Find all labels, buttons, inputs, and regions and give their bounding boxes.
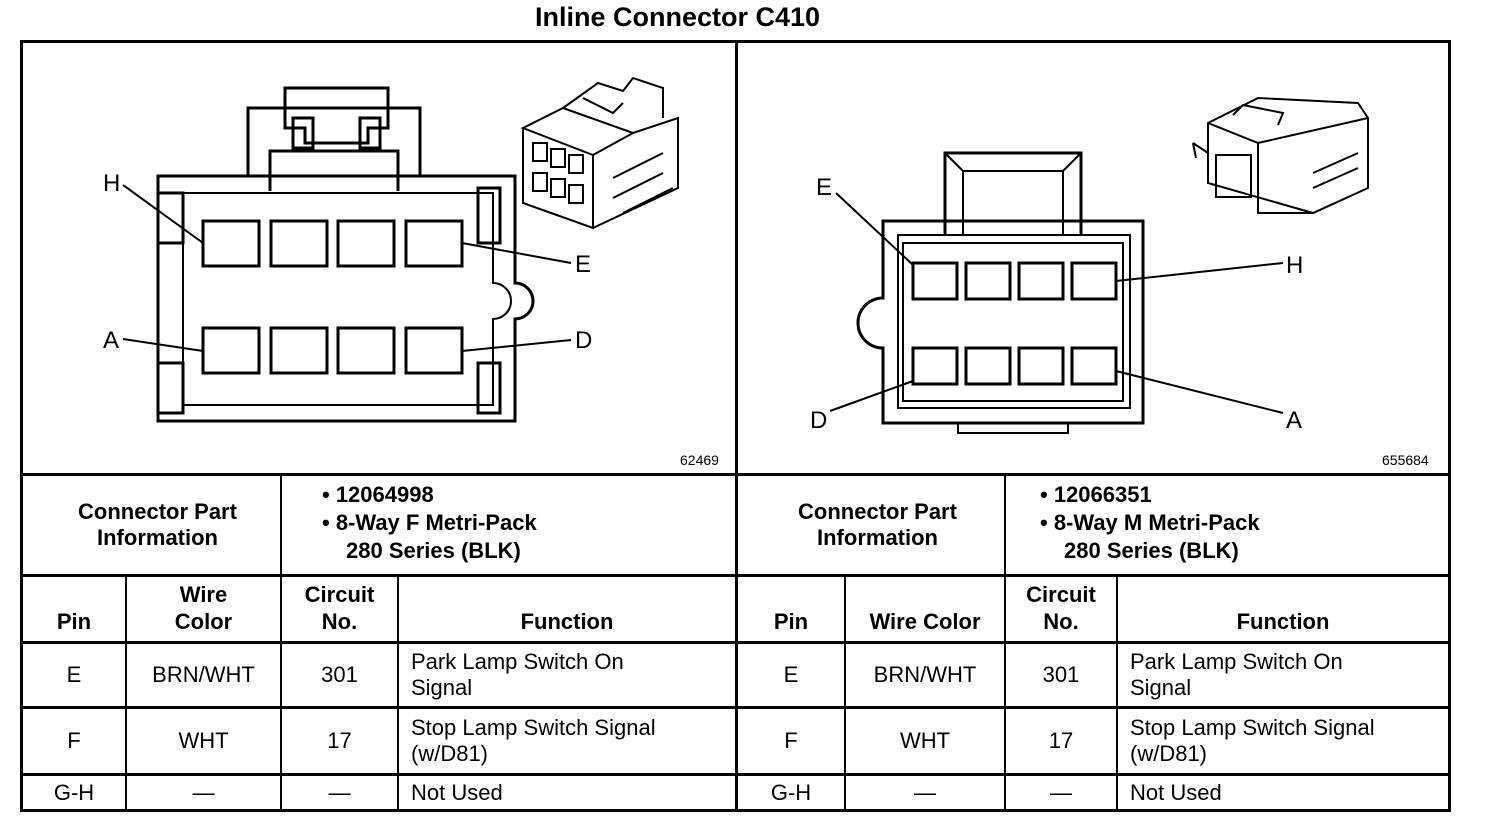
left-row2-wire-color: WHT bbox=[178, 727, 229, 753]
part-info-bottom-line bbox=[20, 574, 1451, 577]
right-header-pin: Pin bbox=[773, 608, 809, 634]
left-part-type: • 8-Way F Metri-Pack bbox=[322, 510, 537, 535]
right-col-divider-3 bbox=[1116, 576, 1118, 812]
left-pin-label-h: H bbox=[103, 170, 120, 197]
left-figure-number: 62469 bbox=[680, 452, 719, 468]
diagram-bottom-line bbox=[20, 473, 1451, 476]
left-row1-function: Park Lamp Switch On Signal bbox=[411, 648, 624, 700]
header-bottom-line bbox=[20, 641, 1451, 644]
left-col-divider-3 bbox=[397, 576, 399, 812]
right-row1-wire-color: BRN/WHT bbox=[873, 661, 977, 687]
right-row3-function: Not Used bbox=[1130, 779, 1222, 805]
right-part-series: 280 Series (BLK) bbox=[1064, 538, 1239, 563]
center-divider bbox=[735, 40, 738, 812]
right-row2-pin: F bbox=[784, 727, 798, 753]
left-row3-circuit: — bbox=[328, 779, 351, 805]
right-row3-wire-color: — bbox=[914, 779, 936, 805]
right-row1-pin: E bbox=[783, 661, 799, 687]
left-part-number: • 12064998 bbox=[322, 482, 434, 507]
right-row1-circuit: 301 bbox=[1042, 661, 1080, 687]
left-row1-circuit: 301 bbox=[321, 661, 358, 687]
right-row2-function: Stop Lamp Switch Signal (w/D81) bbox=[1130, 714, 1375, 766]
right-figure-number: 655684 bbox=[1382, 452, 1429, 468]
left-row1-pin: E bbox=[66, 661, 82, 687]
right-row3-circuit: — bbox=[1050, 779, 1072, 805]
right-header-function: Function bbox=[1236, 608, 1330, 634]
row1-bottom-line bbox=[20, 706, 1451, 709]
right-pin-label-h: H bbox=[1286, 252, 1303, 279]
left-header-wire-color: Wire Color bbox=[174, 582, 233, 634]
right-part-type: • 8-Way M Metri-Pack bbox=[1040, 510, 1260, 535]
right-header-wire-color: Wire Color bbox=[869, 608, 981, 634]
right-row1-function: Park Lamp Switch On Signal bbox=[1130, 648, 1343, 700]
right-partinfo-divider bbox=[1004, 475, 1006, 576]
left-col-divider-1 bbox=[125, 576, 127, 812]
page-title: Inline Connector C410 bbox=[534, 2, 821, 32]
left-row2-circuit: 17 bbox=[327, 727, 352, 753]
right-part-info: • 12066351 • 8-Way M Metri-Pack 280 Seri… bbox=[1040, 481, 1260, 565]
right-pin-label-d: D bbox=[810, 407, 827, 434]
left-partinfo-divider bbox=[280, 475, 282, 576]
left-part-info-label: Connector Part Information bbox=[78, 498, 237, 550]
left-row3-pin: G-H bbox=[53, 779, 95, 805]
left-pin-label-e: E bbox=[575, 251, 591, 278]
left-row3-wire-color: — bbox=[192, 779, 215, 805]
left-header-pin: Pin bbox=[56, 608, 92, 634]
left-row2-function: Stop Lamp Switch Signal (w/D81) bbox=[411, 714, 656, 766]
left-part-info: • 12064998 • 8-Way F Metri-Pack 280 Seri… bbox=[322, 481, 537, 565]
right-row2-circuit: 17 bbox=[1048, 727, 1074, 753]
left-row3-function: Not Used bbox=[411, 779, 503, 805]
right-pin-label-a: A bbox=[1286, 407, 1302, 434]
left-row1-wire-color: BRN/WHT bbox=[152, 661, 255, 687]
right-connector-diagram: E H D A bbox=[810, 96, 1369, 434]
right-pin-label-e: E bbox=[816, 174, 832, 201]
left-row2-pin: F bbox=[67, 727, 81, 753]
row2-bottom-line bbox=[20, 773, 1451, 776]
right-col-divider-2 bbox=[1004, 576, 1006, 812]
left-part-series: 280 Series (BLK) bbox=[346, 538, 521, 563]
left-connector-diagram: H E A D bbox=[103, 76, 679, 423]
left-col-divider-2 bbox=[280, 576, 282, 812]
right-part-info-label: Connector Part Information bbox=[798, 498, 957, 550]
right-header-circuit: Circuit No. bbox=[1026, 582, 1096, 634]
left-header-circuit: Circuit No. bbox=[304, 582, 375, 634]
left-pin-label-d: D bbox=[575, 327, 592, 354]
right-row2-wire-color: WHT bbox=[899, 727, 951, 753]
right-part-number: • 12066351 bbox=[1040, 482, 1152, 507]
right-col-divider-1 bbox=[844, 576, 846, 812]
right-row3-pin: G-H bbox=[770, 779, 812, 805]
left-pin-label-a: A bbox=[103, 327, 119, 354]
left-header-function: Function bbox=[520, 608, 614, 634]
